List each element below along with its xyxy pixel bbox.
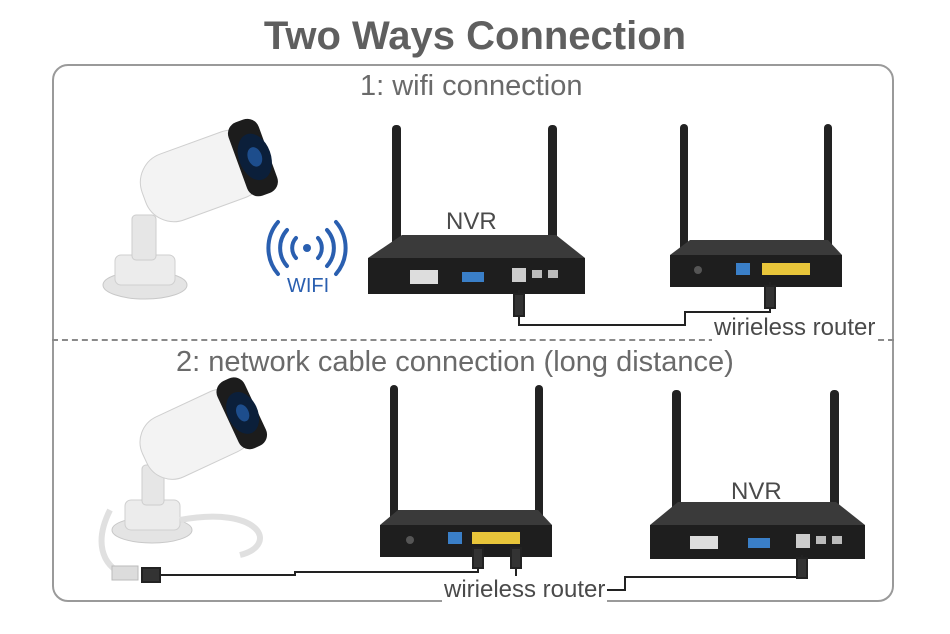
section-divider [52, 339, 894, 341]
antenna-icon [824, 124, 832, 254]
camera-icon [98, 377, 268, 581]
section-1-heading: 1: wifi connection [360, 70, 583, 102]
antenna-icon [672, 390, 681, 535]
router-icon [380, 385, 552, 557]
antenna-icon [680, 124, 688, 254]
wifi-icon [266, 220, 348, 276]
nvr-icon [368, 125, 585, 294]
page-title: Two Ways Connection [263, 14, 687, 58]
wifi-badge: WIFI [287, 275, 330, 297]
antenna-icon [535, 385, 543, 525]
antenna-icon [390, 385, 398, 525]
router-icon [670, 124, 842, 287]
section-2-heading: 2: network cable connection (long distan… [176, 346, 734, 378]
section-1-nvr-label: NVR [446, 208, 497, 235]
antenna-icon [830, 390, 839, 535]
camera-icon [102, 118, 278, 300]
cable-icon [513, 282, 776, 326]
section-1-router-label: wirieless router [712, 314, 878, 342]
nvr-icon [650, 390, 865, 559]
section-2-router-label: wirieless router [442, 576, 608, 604]
section-2-nvr-label: NVR [731, 478, 782, 505]
